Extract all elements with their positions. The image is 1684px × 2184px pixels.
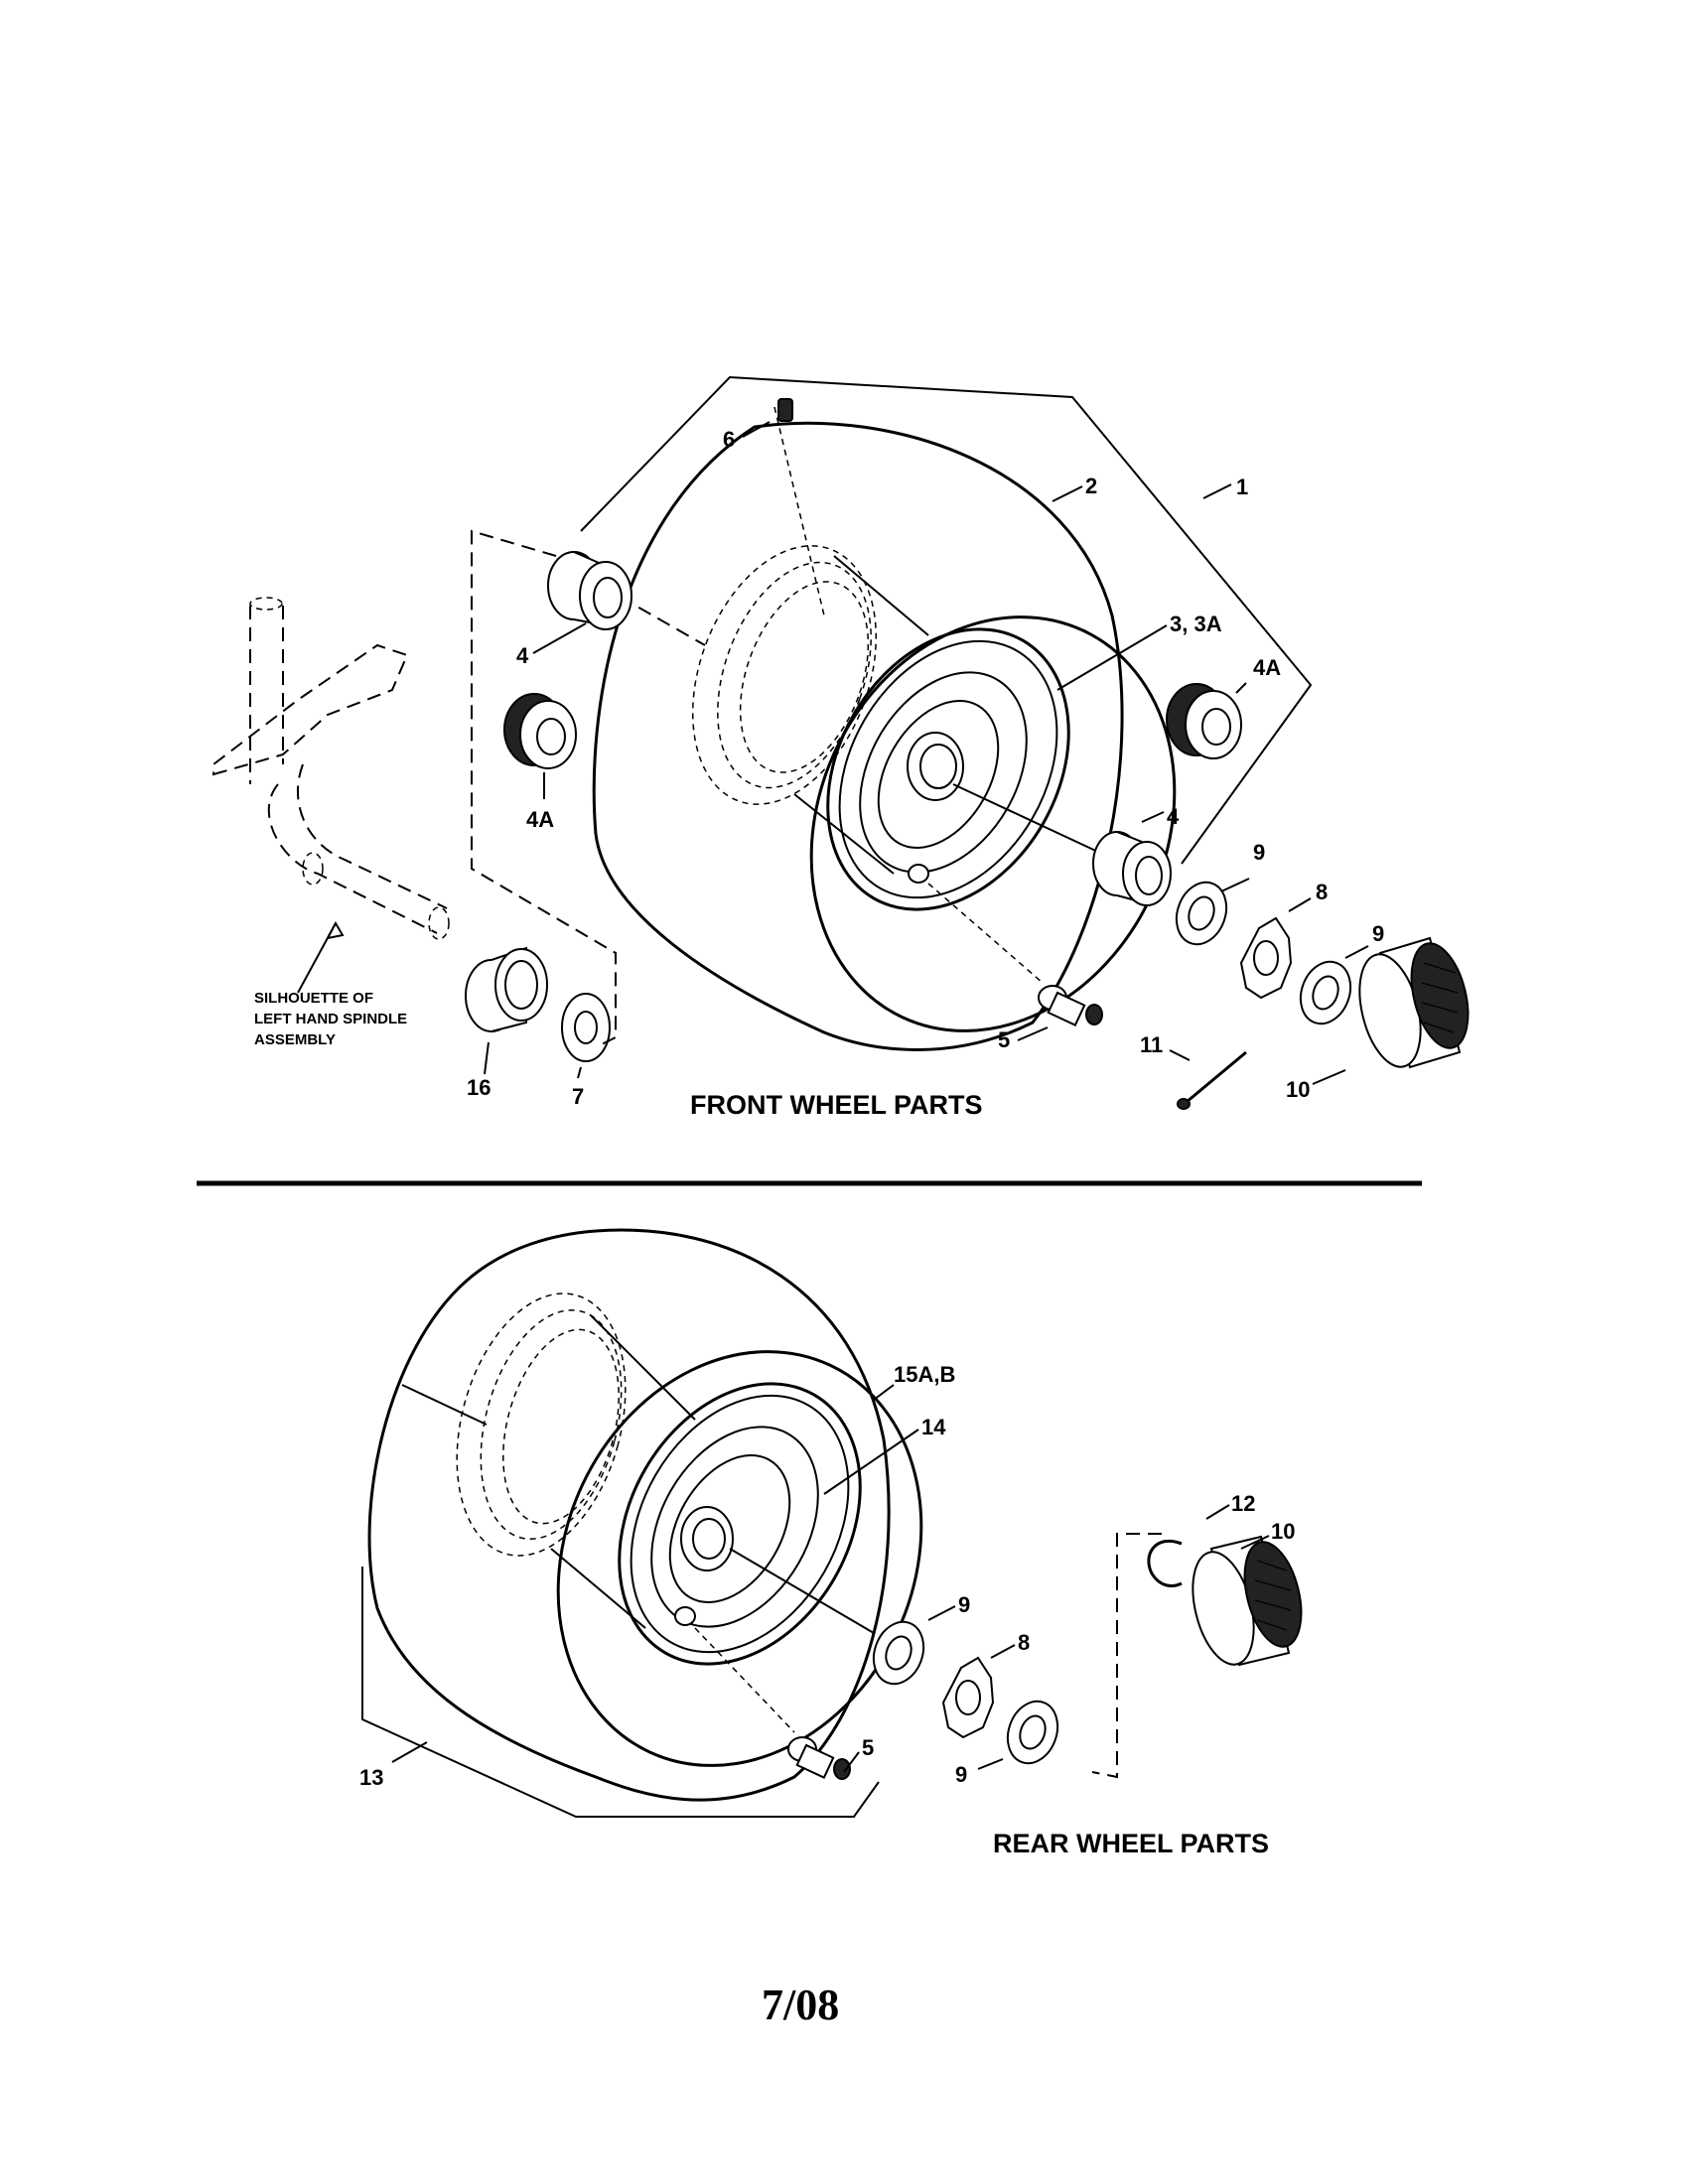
callout-16: 16 (467, 1075, 491, 1100)
front-rim (826, 627, 1070, 911)
callout-8-rear: 8 (1018, 1630, 1030, 1655)
callout-5-rear: 5 (862, 1735, 874, 1760)
callout-13: 13 (359, 1765, 383, 1790)
callout-8-front: 8 (1316, 880, 1328, 904)
callout-2: 2 (1085, 474, 1097, 498)
rear-leaders (391, 1384, 1270, 1773)
rear-star-washer-8 (941, 1656, 995, 1739)
rear-callouts: 15A,B 14 12 10 9 8 9 5 13 (359, 1362, 1295, 1790)
front-callouts: 1 2 3, 3A 4 4A 4 4A 4 5 6 7 8 9 9 10 11 … (467, 427, 1384, 1109)
callout-4-upper: 4 (516, 643, 529, 668)
callout-9-rear-lower: 9 (955, 1762, 967, 1787)
callout-14: 14 (921, 1415, 946, 1439)
valve-cap (777, 398, 793, 422)
callout-9-rear-upper: 9 (958, 1592, 970, 1617)
bearing-4a-right (1166, 683, 1242, 759)
rear-valve-stem (694, 1627, 851, 1780)
washer-9-lower (1299, 960, 1352, 1025)
page-date: 7/08 (762, 1980, 839, 2029)
snap-ring-12 (1147, 1539, 1183, 1587)
hub-cap-10-front (1358, 936, 1470, 1069)
valve-stem (927, 883, 1103, 1026)
bearing-4-right (1092, 831, 1172, 906)
front-tire (592, 421, 1124, 1051)
washer-7 (561, 993, 611, 1062)
callout-9-lower: 9 (1372, 921, 1384, 946)
callout-15ab: 15A,B (894, 1362, 955, 1387)
front-leaders (484, 421, 1369, 1085)
callout-10-rear: 10 (1271, 1519, 1295, 1544)
spindle-silhouette (212, 597, 450, 994)
front-section-title: FRONT WHEEL PARTS (690, 1090, 983, 1120)
bracket-13 (361, 1567, 880, 1818)
silhouette-label-line-2: LEFT HAND SPINDLE (254, 1011, 407, 1027)
callout-7: 7 (572, 1084, 584, 1109)
rear-section-title: REAR WHEEL PARTS (993, 1829, 1269, 1858)
callout-6: 6 (723, 427, 735, 452)
callout-3-3a: 3, 3A (1170, 612, 1222, 636)
bearing-4a-left (503, 693, 577, 769)
silhouette-label-line-3: ASSEMBLY (254, 1031, 336, 1048)
callout-9-upper: 9 (1253, 840, 1265, 865)
callout-4-right: 4 (1167, 804, 1180, 829)
front-wheel-assembly: 1 2 3, 3A 4 4A 4 4A 4 5 6 7 8 9 9 10 11 … (212, 375, 1470, 1120)
rear-rim (618, 1382, 862, 1666)
star-washer-8-front (1239, 916, 1293, 1000)
washer-9-upper (1175, 881, 1228, 946)
bracket-1 (580, 375, 1313, 865)
callout-4a-right: 4A (1253, 655, 1281, 680)
rear-tire (367, 1228, 891, 1802)
front-rim-back (691, 545, 878, 805)
bearing-4-upper (547, 551, 632, 630)
rear-washer-9-lower (1006, 1700, 1059, 1765)
callout-12: 12 (1231, 1491, 1255, 1516)
callout-4a-left: 4A (526, 807, 554, 832)
rear-hub-cap-10 (1192, 1535, 1303, 1667)
rear-washer-9-upper (872, 1620, 925, 1686)
rear-wheel-assembly: 15A,B 14 12 10 9 8 9 5 13 REAR WHEEL PAR… (359, 1228, 1303, 1858)
cotter-pin (1177, 1050, 1247, 1110)
callout-1: 1 (1236, 475, 1248, 499)
spacer-16 (465, 946, 548, 1032)
silhouette-label-line-1: SILHOUETTE OF (254, 990, 373, 1007)
callout-10-front: 10 (1286, 1077, 1310, 1102)
callout-5-front: 5 (998, 1027, 1010, 1052)
callout-11: 11 (1140, 1032, 1163, 1057)
